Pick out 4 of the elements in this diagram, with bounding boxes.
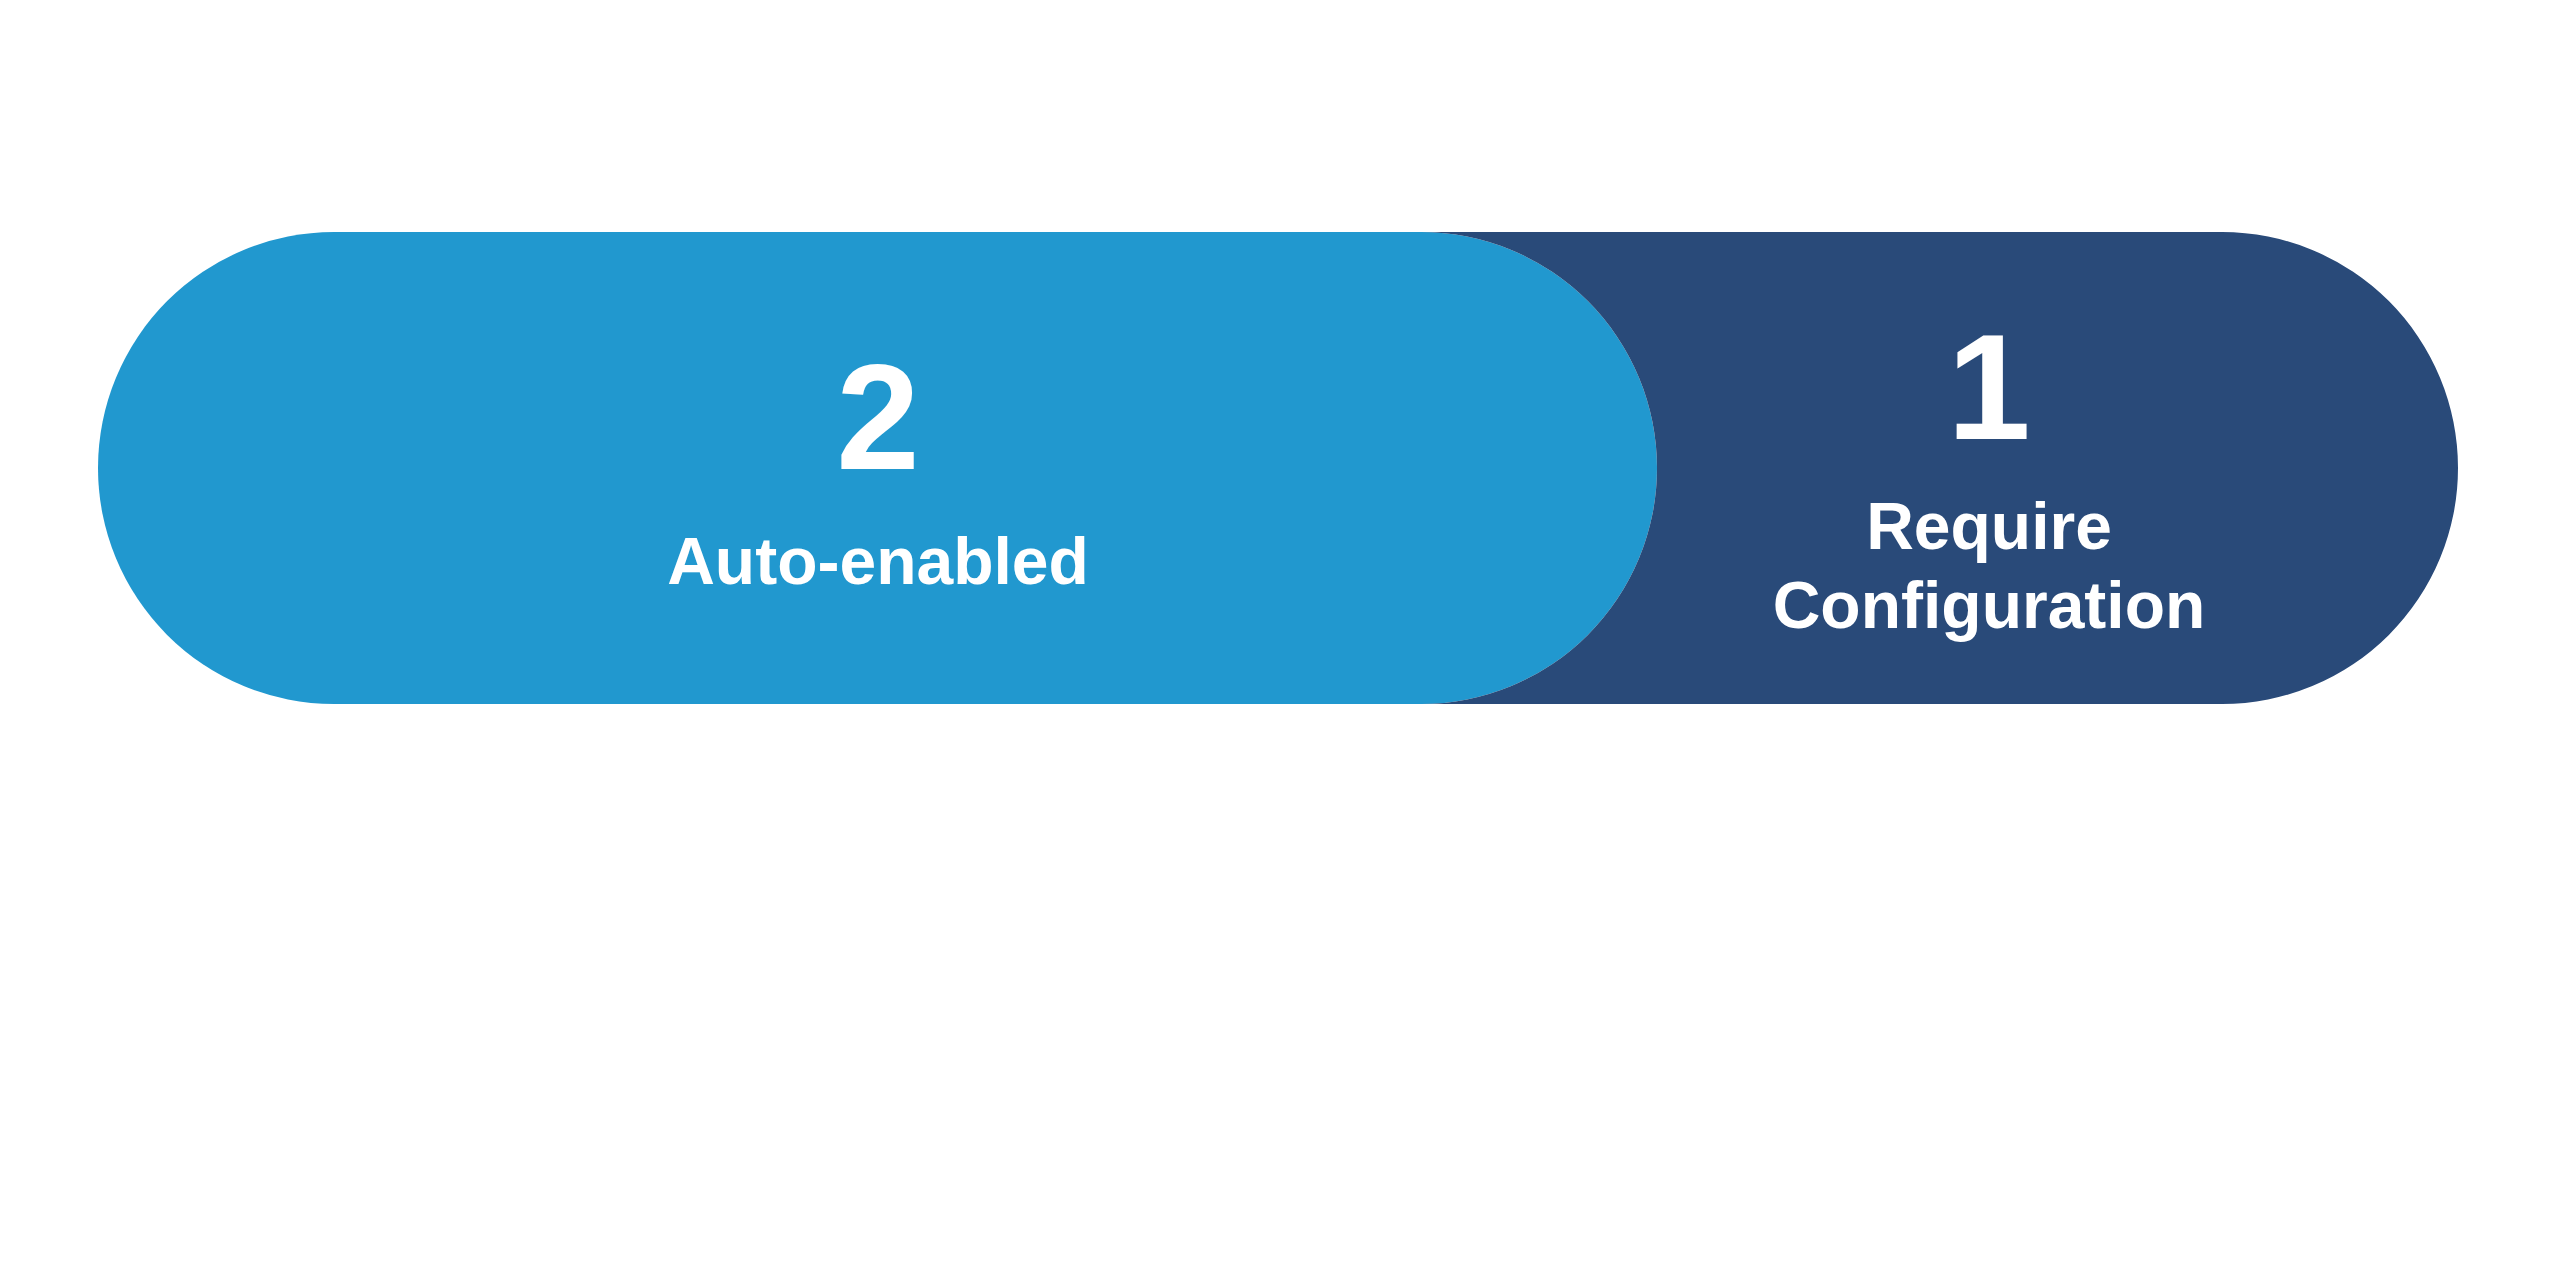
count-number: 1 bbox=[1947, 302, 2031, 473]
segment-label: Require Configuration bbox=[1771, 488, 2207, 645]
count-number: 2 bbox=[836, 332, 920, 503]
segment-label: Auto-enabled bbox=[667, 523, 1089, 600]
